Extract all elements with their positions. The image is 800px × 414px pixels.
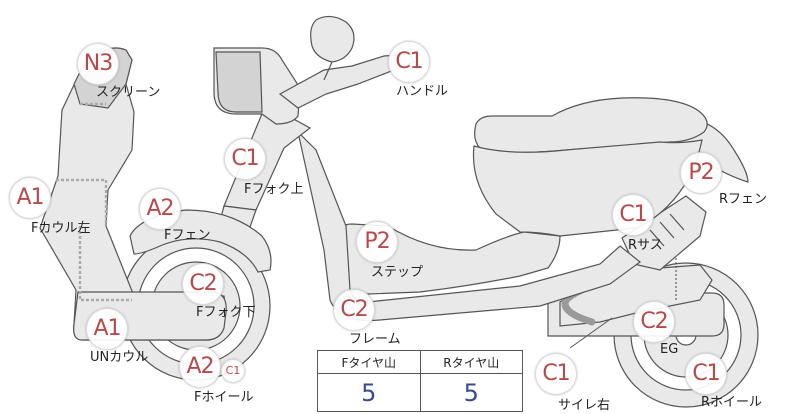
cowl-left-label: Fカウル左 (31, 221, 91, 236)
front-tread-header: Fタイヤ山 (317, 350, 421, 374)
frame-label: フレーム (349, 332, 401, 347)
front-tread-value: 5 (317, 373, 421, 412)
cowl-left-code-marker[interactable]: A1 (9, 177, 51, 219)
under-cowl-label: UNカウル (90, 350, 149, 365)
step-code-marker[interactable]: P2 (356, 221, 398, 263)
muffler-label: サイレ右 (558, 398, 611, 413)
rear-tread-header: Rタイヤ山 (419, 350, 523, 374)
front-wheel-code-marker[interactable]: A2 (179, 346, 221, 388)
handle-code-marker[interactable]: C1 (388, 41, 430, 83)
rear-sus-label: Rサス (628, 238, 663, 253)
step-label: ステップ (371, 265, 424, 280)
rear-sus-code-marker[interactable]: C1 (612, 194, 654, 236)
tire-tread-value-row: 5 5 (317, 373, 523, 412)
frame-code-marker[interactable]: C2 (333, 289, 375, 331)
headlight-lens (215, 51, 263, 113)
tire-tread-header-row: Fタイヤ山 Rタイヤ山 (317, 350, 523, 374)
engine-label: EG (660, 342, 679, 357)
engine-code-marker[interactable]: C2 (633, 301, 675, 343)
handle-label: ハンドル (396, 84, 449, 99)
rear-fender-code-marker[interactable]: P2 (680, 152, 722, 194)
screen-label: スクリーン (96, 85, 161, 100)
fork-lower-label: Fフォク下 (196, 305, 256, 320)
tire-tread-table: Fタイヤ山 Rタイヤ山 5 5 (317, 350, 523, 412)
front-fender-label: Fフェン (164, 228, 211, 243)
front-fender-code-marker[interactable]: A2 (139, 188, 181, 230)
mirror-shape (310, 15, 355, 63)
screen-code-marker[interactable]: N3 (77, 43, 119, 85)
rear-tread-value: 5 (419, 373, 523, 412)
rear-fender-label: Rフェン (719, 192, 768, 207)
rear-wheel-code-marker[interactable]: C1 (685, 353, 727, 395)
muffler-code-marker[interactable]: C1 (535, 353, 577, 395)
fork-upper-code-marker[interactable]: C1 (224, 138, 266, 180)
front-wheel-extra-code-marker[interactable]: C1 (221, 359, 245, 383)
rear-wheel-label: Rホイール (701, 395, 763, 410)
fork-upper-shape (223, 103, 312, 211)
fork-lower-code-marker[interactable]: C2 (182, 263, 224, 305)
front-wheel-label: Fホイール (194, 390, 254, 405)
fork-upper-label: Fフォク上 (244, 182, 304, 197)
under-cowl-code-marker[interactable]: A1 (86, 308, 128, 350)
